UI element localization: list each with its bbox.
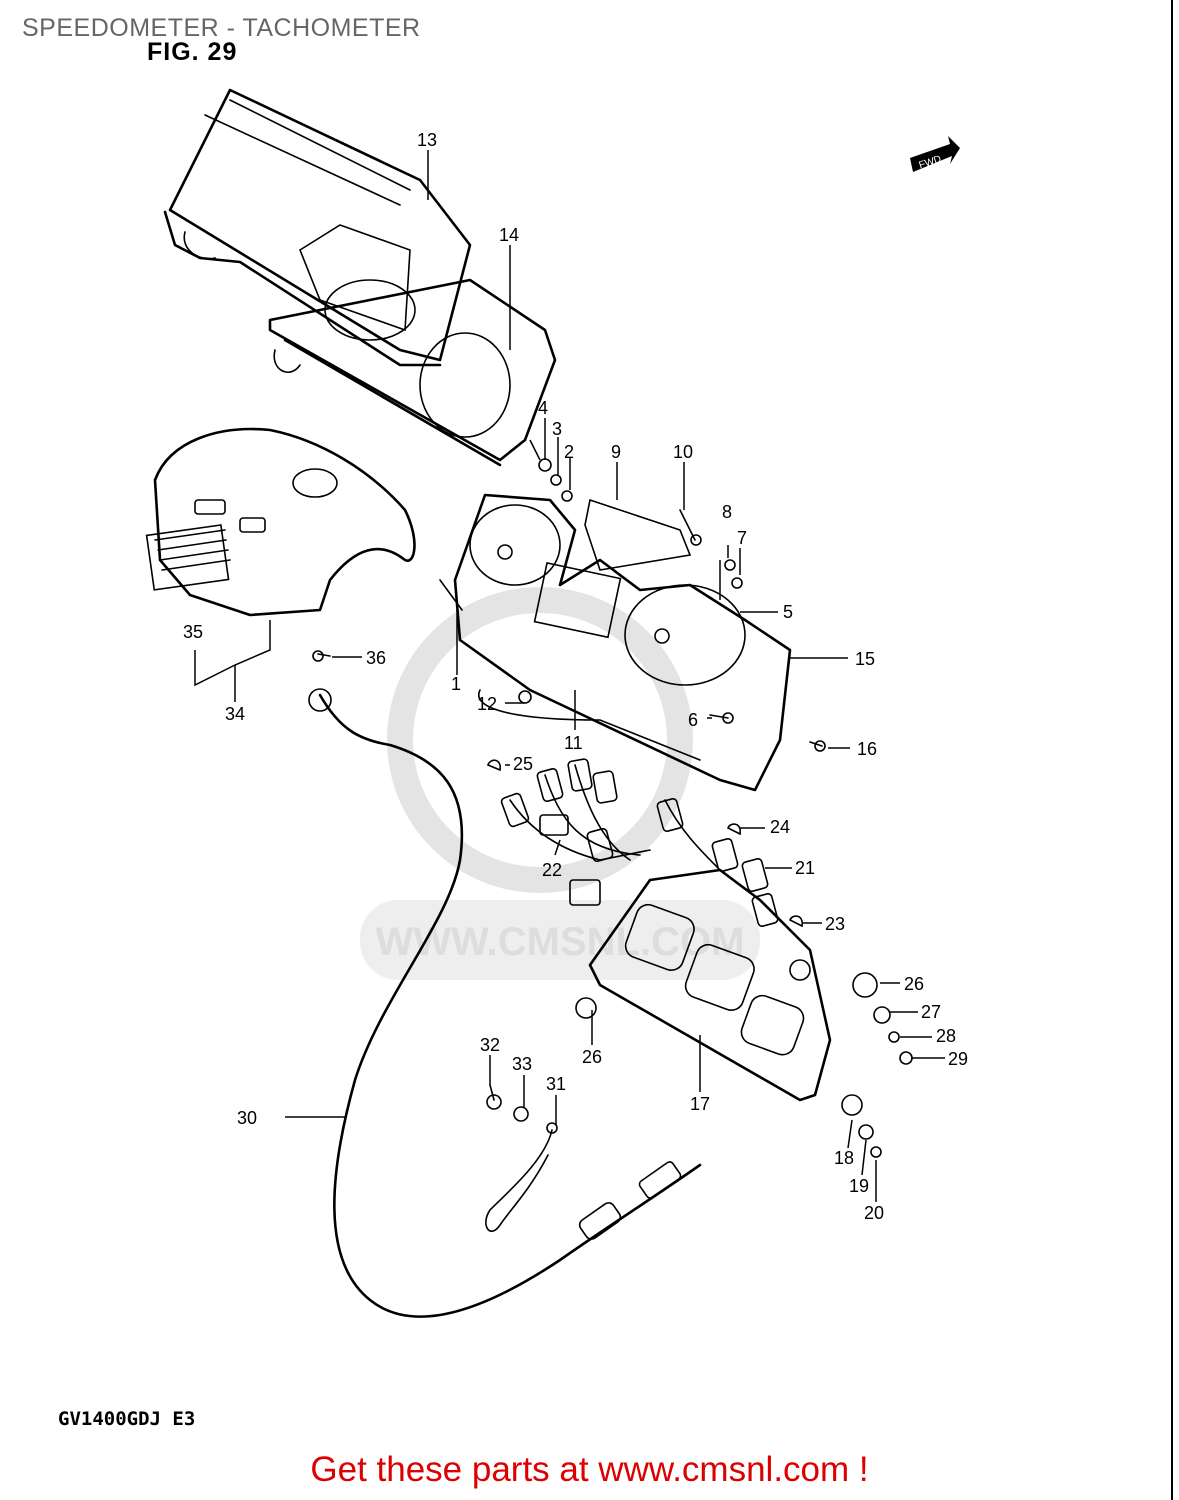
- callout-33: 33: [512, 1054, 532, 1074]
- outer-cover-part: [145, 427, 416, 617]
- callout-2: 2: [564, 442, 574, 462]
- gauge-cluster-part: [453, 493, 792, 792]
- callout-14: 14: [499, 225, 519, 245]
- meter-case-part: [268, 278, 557, 467]
- callout-12: 12: [477, 694, 497, 714]
- callout-32: 32: [480, 1035, 500, 1055]
- callout-24: 24: [770, 817, 790, 837]
- callout-17: 17: [690, 1094, 710, 1114]
- promo-link-text[interactable]: Get these parts at www.cmsnl.com !: [310, 1450, 869, 1489]
- callout-30: 30: [237, 1108, 257, 1128]
- callout-23: 23: [825, 914, 845, 934]
- callout-15: 15: [855, 649, 875, 669]
- callout-26-upper: 26: [904, 974, 924, 994]
- callout-26-lower: 26: [582, 1047, 602, 1067]
- callout-10: 10: [673, 442, 693, 462]
- callout-25: 25: [513, 754, 533, 774]
- figure-label: FIG. 29: [147, 38, 238, 66]
- callout-7: 7: [737, 528, 747, 548]
- callout-20: 20: [864, 1203, 884, 1223]
- callout-1: 1: [451, 674, 461, 694]
- watermark: WWW.CMSNL.COM: [360, 587, 760, 980]
- callout-22: 22: [542, 860, 562, 880]
- callout-16: 16: [857, 739, 877, 759]
- cable-clip-part: [485, 1122, 558, 1232]
- callout-29: 29: [948, 1049, 968, 1069]
- callout-21: 21: [795, 858, 815, 878]
- callout-31: 31: [546, 1074, 566, 1094]
- callout-4: 4: [538, 398, 548, 418]
- callout-9: 9: [611, 442, 621, 462]
- callout-19: 19: [849, 1176, 869, 1196]
- callout-18: 18: [834, 1148, 854, 1168]
- callout-labels: 1 2 3 4 5 6 7 8 9 10 11 12 13 14 15 16 1…: [183, 130, 968, 1223]
- callout-35: 35: [183, 622, 203, 642]
- watermark-text: WWW.CMSNL.COM: [376, 920, 745, 964]
- callout-13: 13: [417, 130, 437, 150]
- callout-3: 3: [552, 419, 562, 439]
- wiring-harness-part: [487, 758, 803, 928]
- callout-36: 36: [366, 648, 386, 668]
- callout-6: 6: [688, 710, 698, 730]
- page-border: [1171, 0, 1173, 1500]
- leader-lines: [194, 150, 945, 1202]
- meter-visor-part: [163, 88, 472, 367]
- callout-34: 34: [225, 704, 245, 724]
- fwd-arrow-icon: FWD: [910, 136, 960, 172]
- callout-28: 28: [936, 1026, 956, 1046]
- callout-8: 8: [722, 502, 732, 522]
- callout-11: 11: [564, 733, 583, 753]
- hardware-parts: [312, 458, 913, 1158]
- page-title: SPEEDOMETER - TACHOMETER: [22, 14, 421, 42]
- model-code: GV1400GDJ E3: [58, 1408, 196, 1430]
- callout-5: 5: [783, 602, 793, 622]
- callout-27: 27: [921, 1002, 941, 1022]
- speedometer-cable-part: [308, 688, 702, 1318]
